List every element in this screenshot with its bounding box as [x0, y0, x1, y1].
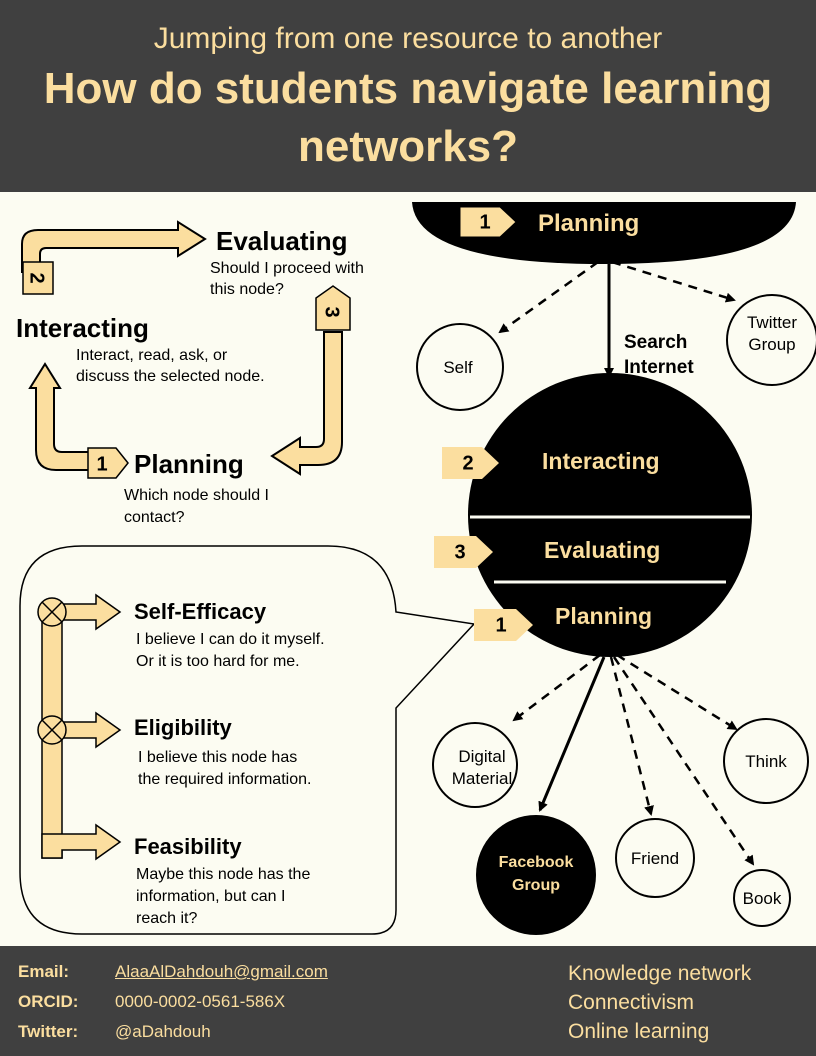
self-efficacy-title: Self-Efficacy: [134, 599, 267, 624]
cycle-planning-title: Planning: [134, 449, 244, 479]
node-book: [733, 869, 791, 927]
keyword-1: Knowledge network: [568, 962, 752, 985]
hub-step-2-number: 2: [462, 452, 473, 474]
node-facebook-group: [476, 815, 596, 935]
hub-step-3-box: [434, 536, 493, 568]
edge-hub-to-friend: [609, 656, 654, 816]
edge-hub-to-facebook: [538, 656, 606, 812]
cycle-diagram: 2 3 1 Evaluating Should I proceed with t…: [16, 220, 364, 526]
feasibility-arrow: [41, 823, 122, 861]
node-twitter-label-2: Group: [748, 335, 795, 354]
node-friend-label: Friend: [631, 849, 679, 868]
feasibility-desc-2: information, but can I: [136, 888, 285, 905]
hub-circle: [468, 373, 752, 657]
cycle-number-1-box: [87, 447, 129, 479]
decision-callout: Self-Efficacy I believe I can do it myse…: [19, 545, 476, 935]
node-think-label: Think: [745, 752, 787, 771]
node-facebook-label-2: Group: [512, 877, 560, 894]
self-efficacy-desc-1: I believe I can do it myself.: [136, 631, 325, 648]
keyword-3: Online learning: [568, 1020, 710, 1043]
subtitle: Jumping from one resource to another: [153, 22, 663, 55]
eligibility-junction-icon: [37, 715, 67, 745]
top-step-label: Planning: [538, 210, 639, 237]
cycle-number-2: 2: [26, 272, 48, 283]
hub-step-1-box: [474, 609, 533, 641]
twitter-handle: @aDahdouh: [115, 1022, 211, 1041]
cycle-evaluating-desc-1: Should I proceed with: [210, 260, 364, 277]
search-label-2: Internet: [624, 357, 694, 378]
navigation-diagram: 2 3 1 Evaluating Should I proceed with t…: [16, 202, 816, 935]
keyword-2: Connectivism: [568, 991, 695, 1014]
node-think: [723, 718, 809, 804]
page-title: How do students navigate learning networ…: [0, 60, 816, 176]
cycle-number-2-box: [22, 261, 54, 295]
node-friend: [615, 818, 695, 898]
feasibility-desc-3: reach it?: [136, 910, 197, 927]
cycle-number-1: 1: [96, 453, 107, 475]
top-step-number-box: [459, 206, 517, 238]
title-line-2: networks?: [297, 122, 519, 171]
email-link[interactable]: AlaaAlDahdouh@gmail.com: [115, 962, 328, 981]
eligibility-desc-2: the required information.: [138, 771, 311, 788]
callout-bubble: [19, 545, 476, 935]
hub-step-3-label: Evaluating: [544, 537, 660, 563]
hub-step-3-number: 3: [454, 541, 465, 563]
edge-hub-to-digital: [512, 654, 601, 722]
node-digital-material: [432, 722, 518, 808]
email-label: Email:: [18, 962, 70, 981]
node-facebook-label-1: Facebook: [499, 854, 574, 871]
header: Jumping from one resource to another How…: [0, 0, 816, 192]
self-efficacy-arrow: [61, 593, 122, 631]
feasibility-desc-1: Maybe this node has the: [136, 866, 310, 883]
hub-step-1-number: 1: [495, 614, 506, 636]
orcid-value: 0000-0002-0561-586X: [115, 992, 286, 1011]
cycle-evaluating-desc-2: this node?: [210, 281, 284, 298]
node-digital-label-1: Digital: [458, 747, 505, 766]
node-digital-label-2: Material: [452, 769, 512, 788]
hub-step-2-label: Interacting: [542, 448, 660, 474]
cycle-arrow-to-evaluating: [21, 220, 207, 273]
twitter-label: Twitter:: [18, 1022, 79, 1041]
search-label-1: Search: [624, 332, 687, 353]
edge-top-to-self: [498, 260, 599, 334]
hub-step-1-label: Planning: [555, 603, 652, 629]
edge-top-to-twitter: [611, 260, 736, 303]
node-twitter-label-1: Twitter: [747, 313, 797, 332]
self-efficacy-desc-2: Or it is too hard for me.: [136, 653, 300, 670]
eligibility-arrow: [61, 711, 122, 749]
cycle-number-3-box: [315, 285, 351, 331]
cycle-interacting-desc-2: discuss the selected node.: [76, 368, 265, 385]
cycle-planning-desc-2: contact?: [124, 509, 185, 526]
cycle-arrow-to-planning: [270, 331, 343, 476]
cycle-planning-desc-1: Which node should I: [124, 487, 269, 504]
feasibility-title: Feasibility: [134, 834, 242, 859]
footer: Email: AlaaAlDahdouh@gmail.com ORCID: 00…: [0, 946, 816, 1056]
cycle-number-3: 3: [321, 306, 343, 317]
network-diagram: 1 Planning Search Internet Self Twitter …: [412, 202, 816, 935]
node-self-label: Self: [443, 358, 473, 377]
node-book-label: Book: [743, 889, 782, 908]
eligibility-title: Eligibility: [134, 715, 233, 740]
hub-step-2-box: [442, 447, 499, 479]
cycle-evaluating-title: Evaluating: [216, 226, 347, 256]
top-step-number: 1: [479, 211, 490, 233]
node-self: [416, 323, 504, 411]
cycle-interacting-title: Interacting: [16, 313, 149, 343]
title-line-1: How do students navigate learning: [43, 64, 773, 113]
cycle-interacting-desc-1: Interact, read, ask, or: [76, 347, 228, 364]
cycle-arrow-to-interacting: [28, 362, 93, 471]
orcid-label: ORCID:: [18, 992, 79, 1011]
node-twitter-group: [726, 294, 816, 386]
eligibility-desc-1: I believe this node has: [138, 749, 297, 766]
edge-hub-to-think: [616, 653, 738, 731]
self-efficacy-junction-icon: [37, 597, 67, 627]
